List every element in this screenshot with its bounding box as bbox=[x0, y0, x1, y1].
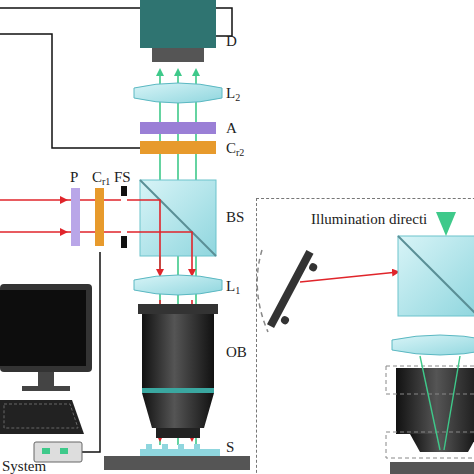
part-label: OB bbox=[226, 345, 247, 360]
objective bbox=[138, 304, 218, 438]
field-stop-slit bbox=[121, 196, 127, 236]
part-label: A bbox=[226, 121, 237, 136]
computer bbox=[0, 284, 92, 462]
inset-illustration bbox=[257, 212, 474, 474]
part-label: Cr2 bbox=[226, 141, 244, 158]
analyzer bbox=[140, 122, 216, 134]
part-label: BS bbox=[226, 210, 244, 225]
inset-panel: Illumination directi bbox=[256, 198, 474, 474]
field-stop bbox=[121, 186, 127, 248]
part-label: L2 bbox=[226, 86, 240, 103]
part-label: S bbox=[226, 440, 234, 455]
lens bbox=[134, 275, 222, 295]
lens bbox=[134, 83, 222, 103]
part-label: P bbox=[70, 170, 78, 185]
part-label: System bbox=[2, 459, 46, 474]
panel-heading: Illumination directi bbox=[311, 211, 427, 228]
polarizer bbox=[71, 188, 80, 246]
part-label: L1 bbox=[226, 279, 240, 296]
camera bbox=[140, 0, 216, 48]
camera-mount bbox=[152, 48, 204, 62]
retarder bbox=[95, 188, 104, 246]
part-label: FS bbox=[114, 170, 131, 185]
part-label: Cr1 bbox=[92, 170, 110, 187]
retarder bbox=[140, 141, 216, 154]
part-label: D bbox=[226, 34, 237, 49]
beam-splitter bbox=[140, 180, 216, 256]
